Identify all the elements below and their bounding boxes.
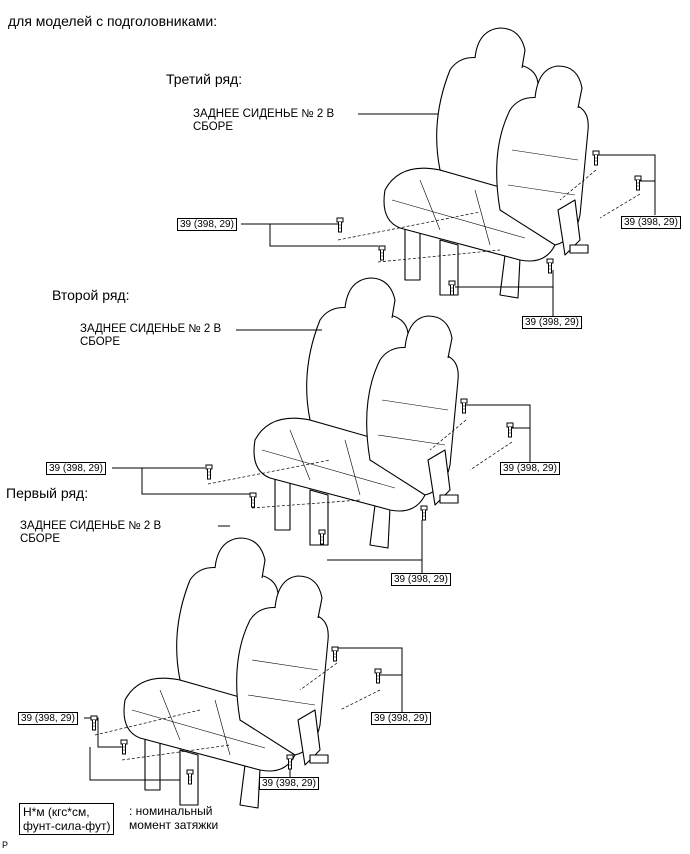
second-row-seat-drawing <box>253 277 459 549</box>
bolt-icon <box>506 422 514 438</box>
torque-label: 39 (398, 29) <box>177 218 237 231</box>
assembly-label-second: ЗАДНЕЕ СИДЕНЬЕ № 2 В СБОРЕ <box>80 323 222 348</box>
bolt-icon <box>378 245 386 261</box>
bolt-icon <box>592 150 600 166</box>
torque-label: 39 (398, 29) <box>18 712 78 725</box>
legend-unit-box: Н*м (кгс*см, фунт-сила-фут) <box>19 803 115 835</box>
bolt-icon <box>634 175 642 191</box>
torque-label: 39 (398, 29) <box>522 316 582 329</box>
bolt-icon <box>331 646 339 662</box>
row-title-second: Второй ряд: <box>52 287 130 303</box>
torque-label: 39 (398, 29) <box>46 462 106 475</box>
bolt-icon <box>374 668 382 684</box>
row-title-first: Первый ряд: <box>6 485 89 501</box>
bolt-icon <box>546 258 554 274</box>
assembly-label-third: ЗАДНЕЕ СИДЕНЬЕ № 2 В СБОРЕ <box>193 108 335 133</box>
torque-label: 39 (398, 29) <box>371 712 431 725</box>
legend-description: : номинальный момент затяжки <box>129 804 219 832</box>
torque-label: 39 (398, 29) <box>500 462 560 475</box>
bolt-icon <box>90 715 98 731</box>
corner-mark: P <box>2 840 9 850</box>
third-row-seat-drawing <box>383 27 589 299</box>
row-title-third: Третий ряд: <box>166 71 243 87</box>
bolt-icon <box>420 505 428 521</box>
assembly-label-first: ЗАДНЕЕ СИДЕНЬЕ № 2 В СБОРЕ <box>20 520 162 545</box>
bolt-icon <box>205 464 213 480</box>
torque-label: 39 (398, 29) <box>259 777 319 790</box>
page-title: для моделей с подголовниками: <box>8 13 218 29</box>
bolt-icon <box>460 398 468 414</box>
torque-label: 39 (398, 29) <box>621 216 681 229</box>
bolt-icon <box>249 492 257 508</box>
bolt-icon <box>336 217 344 233</box>
first-row-seat-drawing <box>123 537 329 809</box>
torque-label: 39 (398, 29) <box>391 573 451 586</box>
